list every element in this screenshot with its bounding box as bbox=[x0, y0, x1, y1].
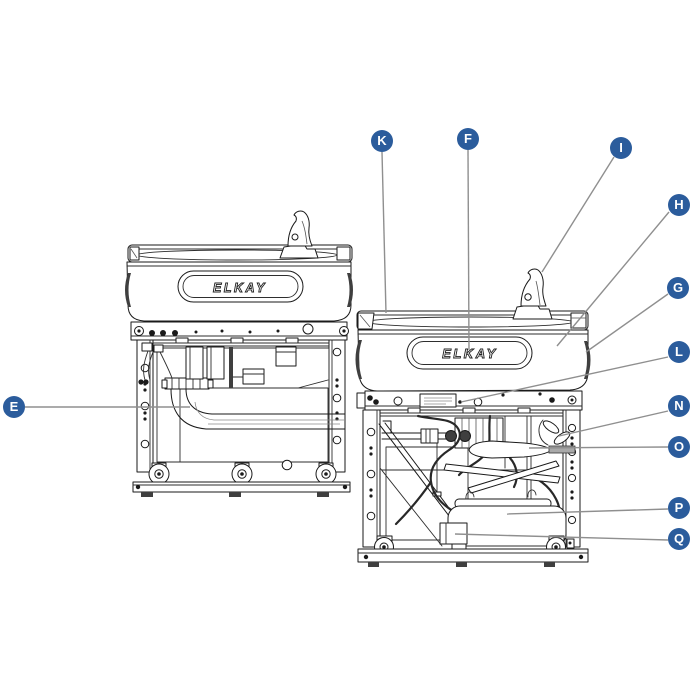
compressor-assembly bbox=[439, 489, 567, 550]
right-fountain-view: ELKAY bbox=[355, 268, 591, 567]
right-logo-text: ELKAY bbox=[442, 346, 498, 361]
leader-line-f bbox=[467, 149, 470, 351]
callout-g: G bbox=[667, 277, 689, 299]
left-logo-badge: ELKAY bbox=[177, 270, 304, 303]
leader-line-l bbox=[460, 356, 669, 403]
left-supply-plumbing bbox=[141, 342, 265, 390]
callout-n: N bbox=[668, 395, 690, 417]
leader-line-k bbox=[381, 151, 387, 314]
right-cabinet-frame bbox=[362, 409, 581, 548]
callout-o: O bbox=[668, 436, 690, 458]
leader-line-o bbox=[528, 446, 669, 449]
left-drain-trap bbox=[170, 388, 346, 430]
left-fountain-view: ELKAY bbox=[125, 210, 353, 497]
leader-line-p bbox=[506, 508, 669, 515]
callout-f: F bbox=[457, 128, 479, 150]
leader-line-h bbox=[556, 211, 670, 347]
left-logo-text: ELKAY bbox=[213, 281, 267, 295]
leader-line-n bbox=[558, 410, 669, 437]
leader-lines bbox=[25, 149, 670, 541]
right-basin bbox=[356, 310, 589, 331]
left-base-assembly bbox=[132, 459, 351, 497]
left-cabinet-frame bbox=[136, 339, 346, 473]
callout-p: P bbox=[668, 497, 690, 519]
leader-line-i bbox=[541, 156, 615, 273]
leader-line-g bbox=[585, 293, 669, 353]
right-base-assembly bbox=[357, 535, 589, 567]
drier-body bbox=[468, 440, 576, 459]
left-basin bbox=[127, 244, 353, 263]
callout-l: L bbox=[668, 341, 690, 363]
right-bubbler-icon bbox=[512, 268, 553, 320]
callout-e: E bbox=[3, 396, 25, 418]
water-line-fittings bbox=[381, 420, 471, 497]
callout-q: Q bbox=[668, 528, 690, 550]
leader-line-q bbox=[454, 533, 669, 541]
left-bubbler-icon bbox=[279, 210, 319, 259]
fan-blades bbox=[443, 460, 561, 494]
left-mounting-bracket bbox=[130, 321, 349, 344]
callout-k: K bbox=[371, 130, 393, 152]
callout-i: I bbox=[610, 137, 632, 159]
callout-h: H bbox=[668, 194, 690, 216]
rating-label bbox=[419, 393, 457, 408]
right-mounting-bracket bbox=[356, 390, 583, 414]
